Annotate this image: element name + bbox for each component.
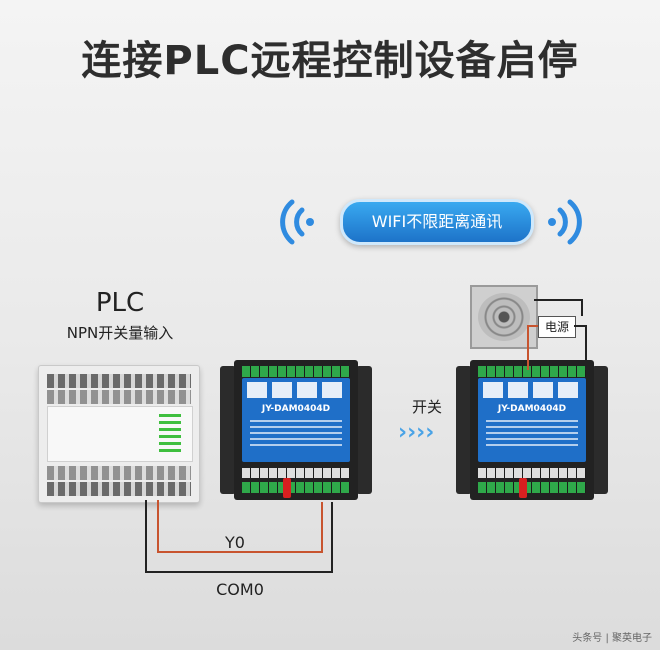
- module-model-label: JY-DAM0404D: [497, 404, 567, 414]
- plc-title: PLC: [95, 288, 145, 318]
- page-title: 连接PLC远程控制设备启停: [81, 38, 579, 84]
- fan-icon: [470, 285, 538, 349]
- power-wire-in: [527, 325, 538, 370]
- y0-label: Y0: [225, 533, 245, 552]
- control-module-left: JY-DAM0404D: [220, 360, 372, 500]
- switch-label: 开关: [411, 398, 442, 416]
- control-module-right: JY-DAM0404D: [456, 360, 608, 500]
- wifi-signal-right-icon: [548, 199, 582, 245]
- module-model-label: JY-DAM0404D: [261, 404, 331, 414]
- chevrons-right-icon: ››››: [398, 420, 435, 445]
- plc-device-image: [38, 365, 200, 503]
- power-wire-out: [574, 325, 587, 370]
- antenna-icon: [283, 478, 291, 498]
- watermark: 头条号 | 聚英电子: [572, 633, 652, 644]
- wifi-label-badge: WIFI不限距离通讯: [340, 199, 534, 245]
- com0-wire: [145, 500, 333, 573]
- plc-subtitle: NPN开关量输入: [66, 324, 174, 342]
- y0-wire: [157, 500, 323, 553]
- fan-wire: [534, 299, 583, 316]
- com0-label: COM0: [216, 580, 264, 599]
- wifi-signal-left-icon: [280, 199, 314, 245]
- antenna-icon: [519, 478, 527, 498]
